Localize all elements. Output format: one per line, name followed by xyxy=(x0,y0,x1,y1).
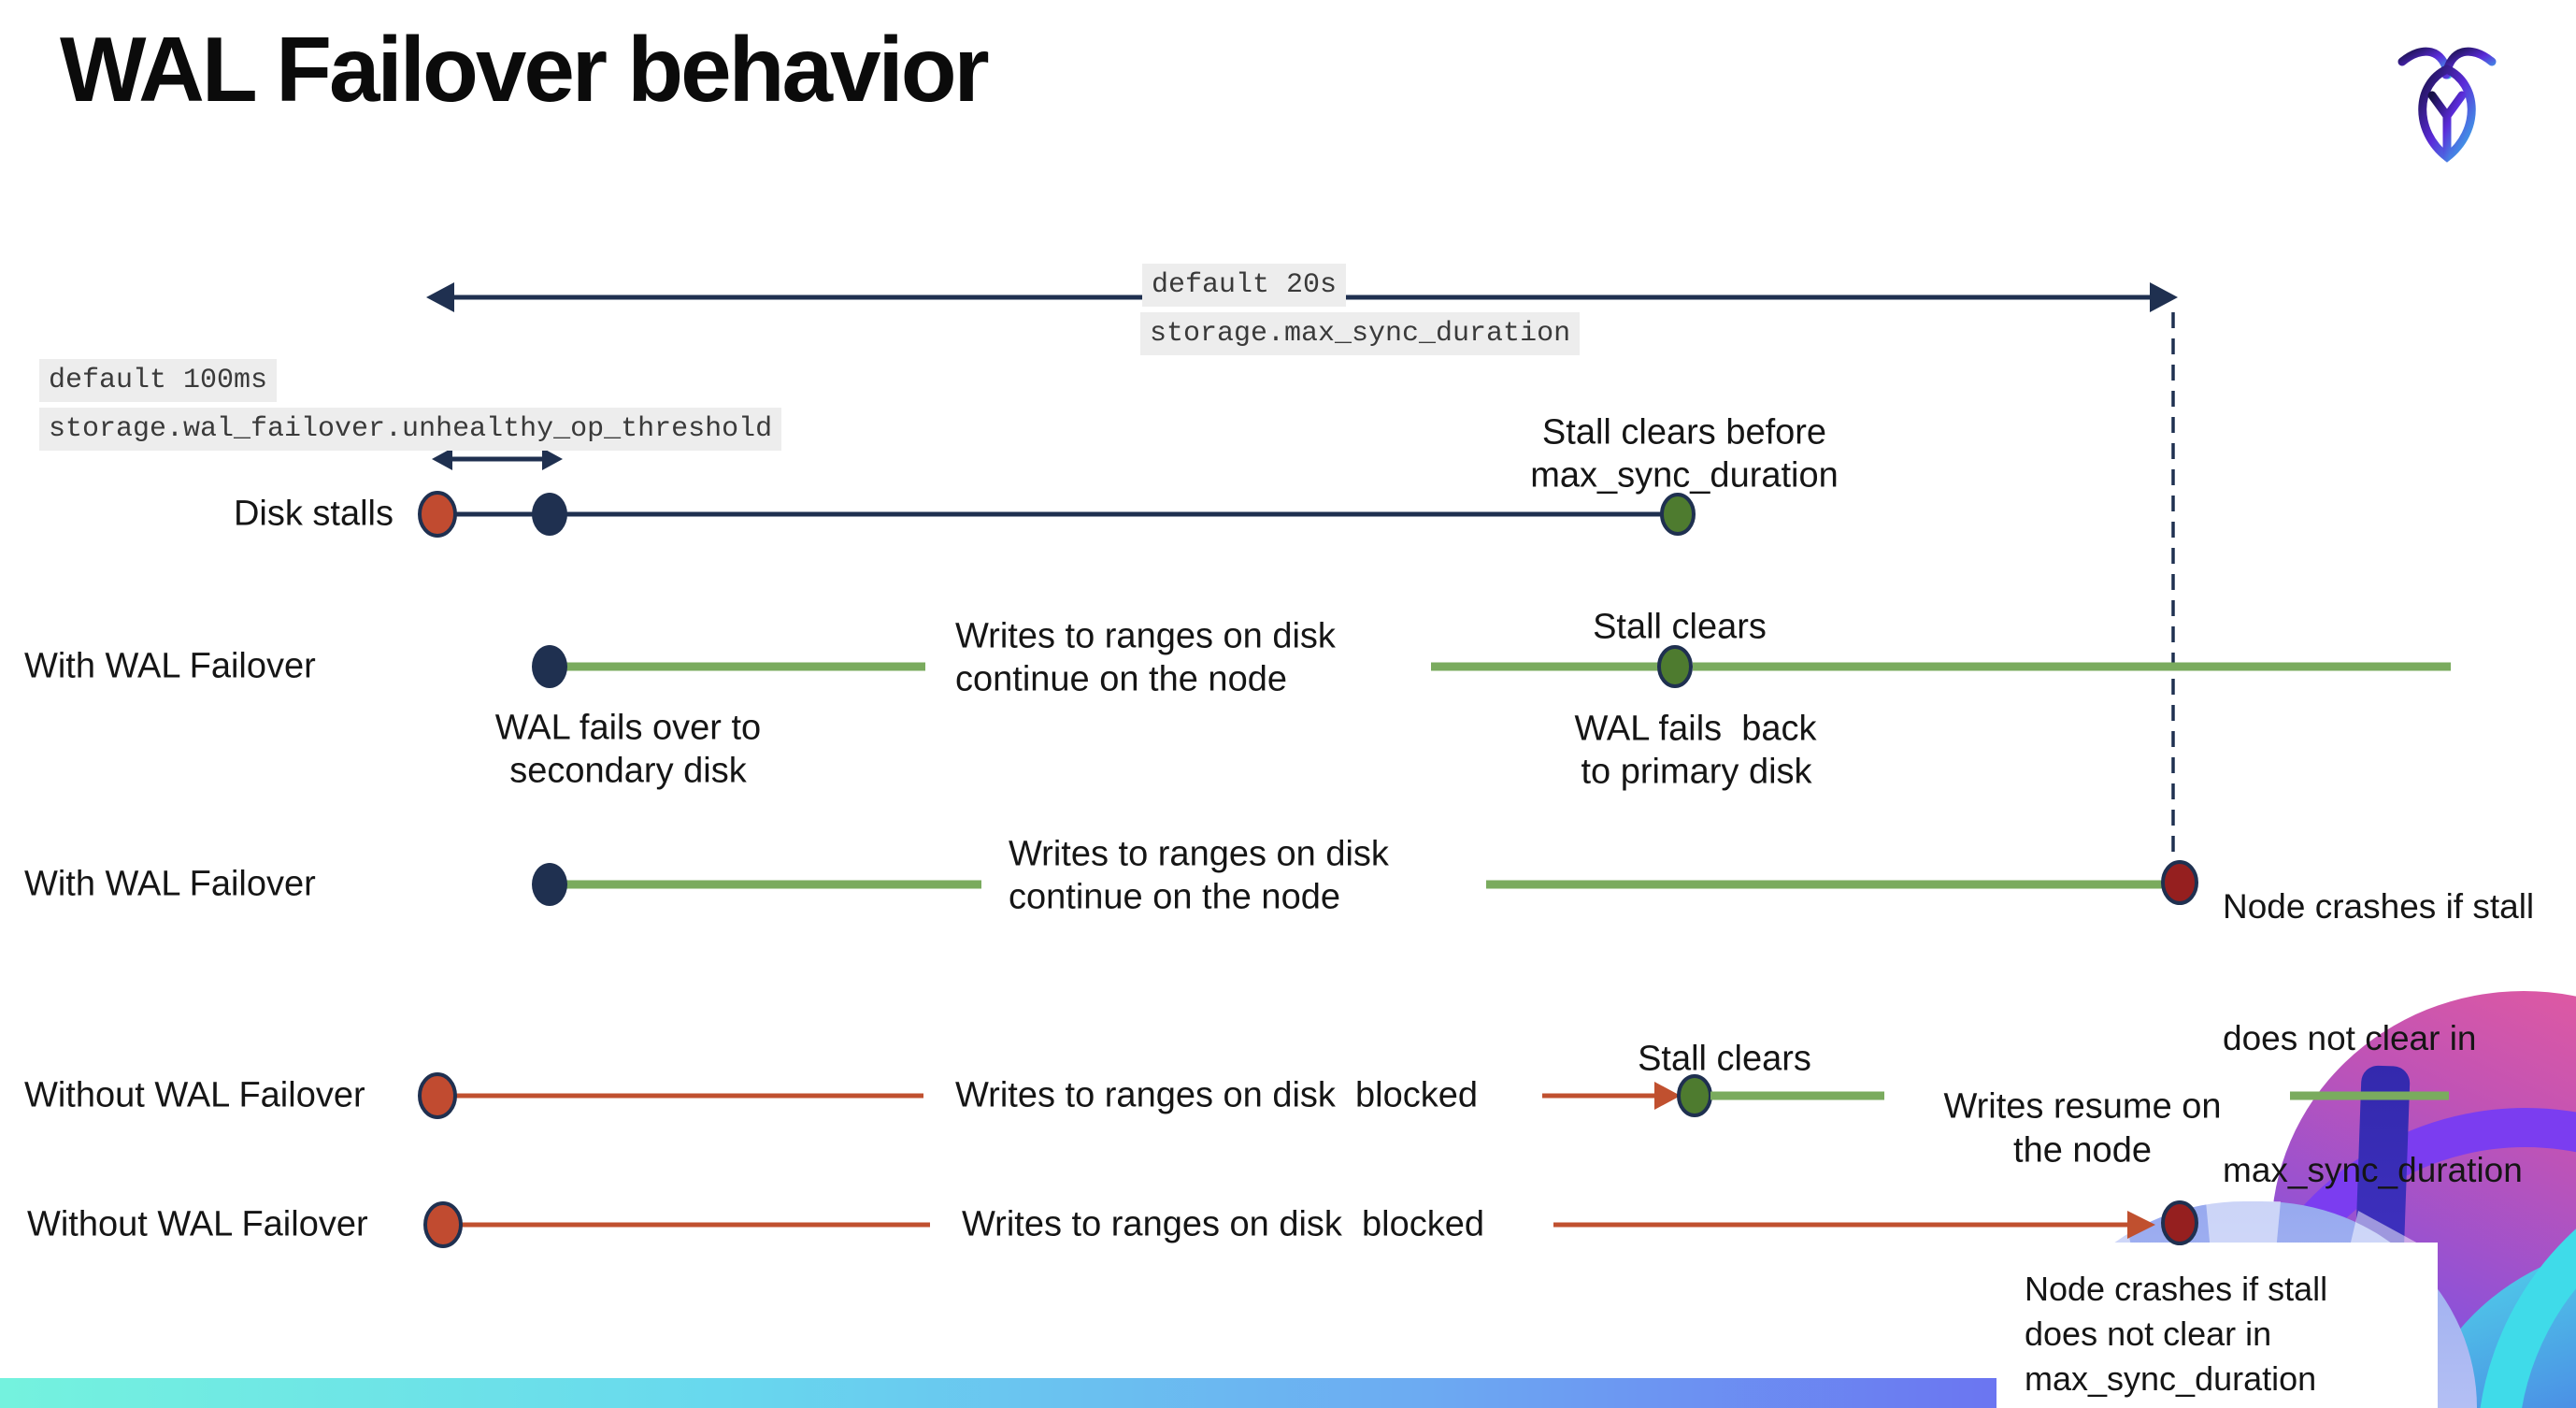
stall-clears-dot xyxy=(1660,493,1696,536)
page-title: WAL Failover behavior xyxy=(60,18,990,121)
red-arrowhead-icon xyxy=(1654,1082,1681,1110)
logo-stem xyxy=(2427,91,2467,162)
stall-clears-before-line1: Stall clears before xyxy=(1541,412,1827,453)
row-label-without-wal-failover-1: Without WAL Failover xyxy=(24,1075,365,1115)
writes-continue-annotation-line2: continue on the node xyxy=(955,659,1287,699)
failover-dot xyxy=(532,863,567,906)
row-label-disk-stalls: Disk stalls xyxy=(233,494,394,534)
node-crash-text-line3: max_sync_duration xyxy=(2025,1359,2317,1398)
threshold-default-label: default 100ms xyxy=(39,359,278,402)
stall-clears-dot xyxy=(1677,1074,1712,1117)
writes-continue-annotation-line1: Writes to ranges on disk xyxy=(955,616,1336,656)
row-label-with-wal-failover-1: With WAL Failover xyxy=(24,646,316,686)
node-crash-annotation: Node crashes if stall does not clear in … xyxy=(2223,797,2534,1280)
stall-start-dot xyxy=(418,1072,457,1119)
row-label-with-wal-failover-2: With WAL Failover xyxy=(24,864,316,904)
node-crash-annotation-line3: max_sync_duration xyxy=(2223,1151,2523,1189)
arrowhead-left-icon xyxy=(432,448,452,470)
row-label-without-wal-failover-2: Without WAL Failover xyxy=(27,1204,368,1244)
writes-continue-annotation-line2: continue on the node xyxy=(1009,877,1340,917)
wal-fails-over-line1: WAL fails over to xyxy=(494,708,762,748)
node-crash-text-line2: does not clear in xyxy=(2025,1315,2272,1353)
writes-blocked-annotation: Writes to ranges on disk blocked xyxy=(955,1075,1479,1115)
writes-resume-line2: the node xyxy=(2013,1130,2152,1171)
arrowhead-right-icon xyxy=(542,448,563,470)
threshold-setting-label: storage.wal_failover.unhealthy_op_thresh… xyxy=(39,408,782,451)
failover-dot xyxy=(532,645,567,688)
node-crash-callout-box: Node crashes if stall does not clear in … xyxy=(1996,1243,2438,1408)
stall-clears-before-line2: max_sync_duration xyxy=(1530,455,1839,496)
max-sync-default-label: default 20s xyxy=(1142,264,1347,307)
threshold-reached-dot xyxy=(532,493,567,536)
node-crash-annotation-line2: does not clear in xyxy=(2223,1019,2477,1057)
stall-clears-annotation: Stall clears xyxy=(1638,1039,1811,1079)
max-sync-setting-label: storage.max_sync_duration xyxy=(1140,312,1581,355)
cockroachdb-logo-icon xyxy=(2397,47,2497,163)
wal-fails-back-line1: WAL fails back xyxy=(1574,709,1817,749)
stall-clears-annotation: Stall clears xyxy=(1593,607,1767,647)
arrowhead-right-icon xyxy=(2150,282,2178,312)
writes-resume-line1: Writes resume on xyxy=(1943,1086,2222,1127)
wal-fails-over-line2: secondary disk xyxy=(509,751,747,791)
writes-blocked-annotation: Writes to ranges on disk blocked xyxy=(962,1204,1485,1244)
writes-continue-annotation-line1: Writes to ranges on disk xyxy=(1009,834,1389,874)
node-crash-annotation-line1: Node crashes if stall xyxy=(2223,887,2535,926)
stall-start-dot xyxy=(423,1201,463,1248)
wal-fails-back-line2: to primary disk xyxy=(1581,752,1812,792)
node-crash-text-line1: Node crashes if stall xyxy=(2025,1270,2328,1308)
arrowhead-left-icon xyxy=(426,282,454,312)
stall-start-dot xyxy=(418,491,457,538)
stall-clears-dot xyxy=(1657,645,1693,688)
